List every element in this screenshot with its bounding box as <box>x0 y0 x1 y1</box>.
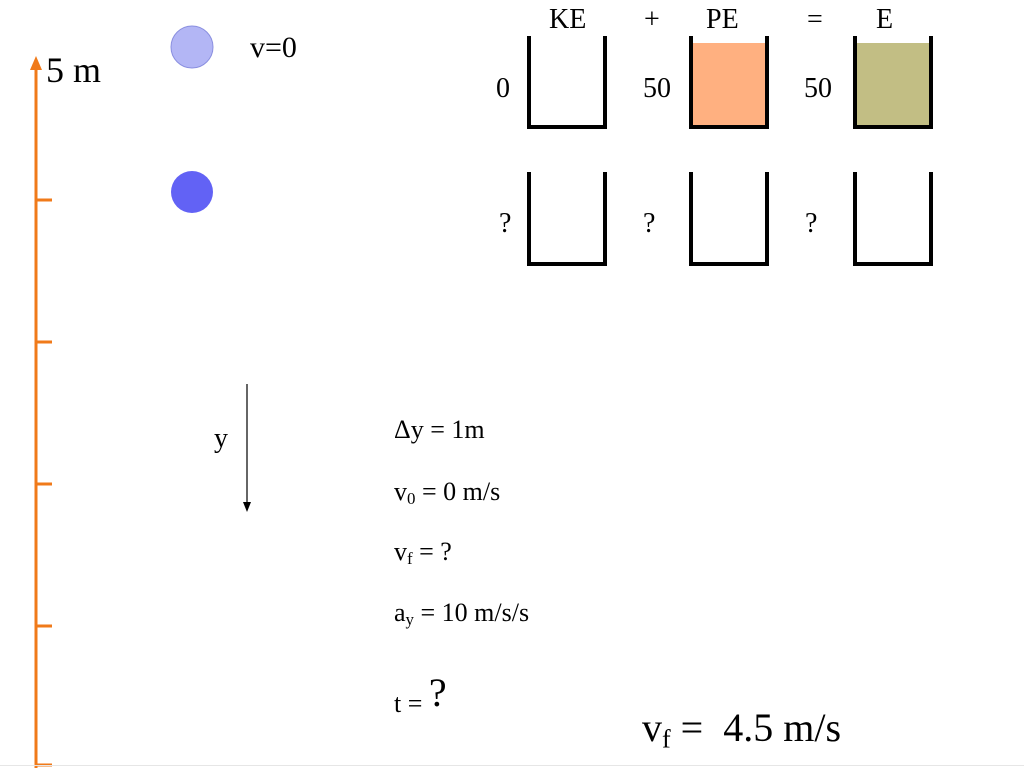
result-sub: f <box>662 724 671 754</box>
given-t-prefix: t = <box>394 689 429 718</box>
height-scale <box>30 56 52 768</box>
given-v0-var: v <box>394 477 407 506</box>
given-vf-sub: f <box>407 549 413 569</box>
given-ay: ay = 10 m/s/s <box>394 598 530 630</box>
slide-bottom-border <box>0 765 1024 766</box>
energy-row-2 <box>527 172 933 266</box>
e-header: E <box>876 4 894 35</box>
given-ay-sub: y <box>405 610 414 630</box>
given-vf-rest: = ? <box>412 537 452 566</box>
ball-current-position <box>171 171 213 213</box>
pe-value-row2: ? <box>643 208 656 239</box>
ke-value-row1: 0 <box>496 73 510 104</box>
pe-value-row1: 50 <box>643 73 671 104</box>
ke-bar-container <box>527 172 607 266</box>
y-direction-arrow <box>243 384 251 512</box>
result-var: v <box>642 705 662 750</box>
e-bar-fill <box>855 43 931 127</box>
given-ay-rest: = 10 m/s/s <box>414 598 530 627</box>
given-t: t = ? <box>394 673 447 717</box>
initial-velocity-label: v=0 <box>250 31 297 64</box>
ball-initial-position <box>170 25 214 69</box>
energy-row-1 <box>527 36 933 129</box>
given-ay-var: a <box>394 598 406 627</box>
given-v0-sub: 0 <box>407 489 416 509</box>
pe-bar-container <box>689 172 769 266</box>
given-v0: v0 = 0 m/s <box>394 477 501 509</box>
given-delta-y: Δy = 1m <box>394 415 485 444</box>
y-axis-label: y <box>214 423 228 454</box>
pe-bar-fill <box>691 43 767 127</box>
ke-bar-container <box>527 36 607 129</box>
equals-sign: = <box>807 4 823 35</box>
ke-value-row2: ? <box>499 208 512 239</box>
ke-header: KE <box>549 4 587 35</box>
e-value-row2: ? <box>805 208 818 239</box>
result-rest: = 4.5 m/s <box>670 705 842 750</box>
given-t-value: ? <box>428 670 447 715</box>
e-bar-container <box>853 36 933 129</box>
e-bar-container <box>853 172 933 266</box>
e-value-row1: 50 <box>804 73 832 104</box>
scale-top-label: 5 m <box>46 50 102 90</box>
given-vf-var: v <box>394 537 407 566</box>
given-vf: vf = ? <box>394 537 452 569</box>
scale-arrow-head <box>30 56 42 70</box>
pe-header: PE <box>706 4 739 35</box>
given-v0-rest: = 0 m/s <box>415 477 501 506</box>
plus-sign: + <box>644 4 660 35</box>
pe-bar-container <box>689 36 769 129</box>
result-final-velocity: vf = 4.5 m/s <box>642 705 842 753</box>
